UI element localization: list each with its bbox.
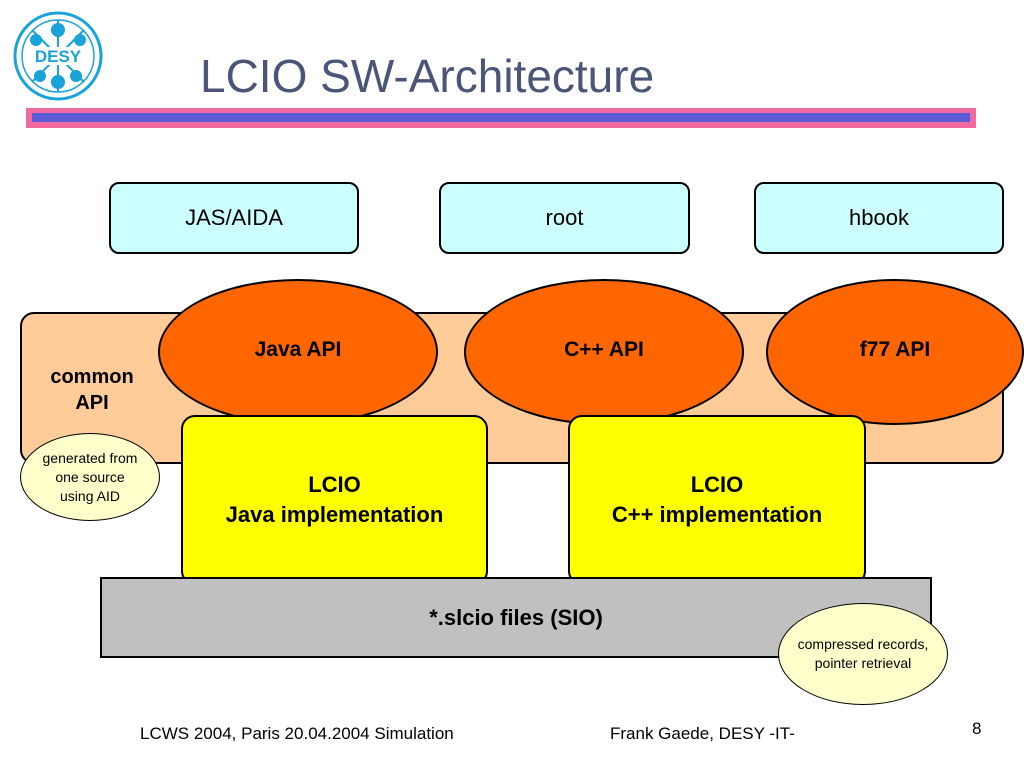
box-cpp-implementation: LCIO C++ implementation [568, 415, 866, 585]
box-root: root [439, 182, 690, 254]
common-api-label-line2: API [75, 392, 109, 414]
common-api-label-line1: common [50, 366, 134, 388]
desy-logo-graphic: DESY [13, 11, 103, 101]
note-generated-line2: one source [55, 468, 125, 485]
box-hbook-label: hbook [849, 205, 909, 230]
desy-logo-text: DESY [35, 47, 82, 66]
note-generated-from-aid: generated from one source using AID [20, 433, 160, 521]
ellipse-f77-api-label: f77 API [859, 338, 931, 361]
ellipse-cpp-api-label: C++ API [564, 338, 644, 361]
footer-left: LCWS 2004, Paris 20.04.2004 Simulation [140, 724, 454, 743]
ellipse-cpp-api: C++ API [464, 279, 744, 425]
box-root-label: root [545, 205, 584, 230]
java-impl-line1: LCIO [308, 472, 361, 497]
box-jas-aida-label: JAS/AIDA [185, 205, 283, 230]
note-generated-line3: using AID [60, 487, 120, 504]
title-underline-inner [32, 113, 970, 122]
slide-title: LCIO SW-Architecture [200, 50, 655, 102]
note-generated-line1: generated from [42, 449, 138, 466]
box-slcio-files-label: *.slcio files (SIO) [429, 604, 603, 630]
common-api-label: common API [28, 364, 156, 416]
note-compressed-line1: compressed records, [797, 636, 929, 652]
box-hbook: hbook [754, 182, 1004, 254]
cpp-impl-line2: C++ implementation [611, 502, 823, 527]
cpp-impl-line1: LCIO [690, 472, 744, 497]
ellipse-f77-api: f77 API [766, 279, 1024, 425]
box-jas-aida: JAS/AIDA [109, 182, 359, 254]
page-number: 8 [972, 719, 982, 738]
footer-right: Frank Gaede, DESY -IT- [610, 724, 795, 743]
note-compressed-line2: pointer retrieval [814, 655, 912, 671]
java-impl-line2: Java implementation [225, 502, 444, 527]
ellipse-java-api: Java API [158, 279, 438, 425]
desy-logo: DESY [12, 10, 104, 102]
note-compressed-records: compressed records, pointer retrieval [778, 603, 948, 705]
ellipse-java-api-label: Java API [254, 338, 342, 361]
box-java-implementation: LCIO Java implementation [181, 415, 488, 585]
